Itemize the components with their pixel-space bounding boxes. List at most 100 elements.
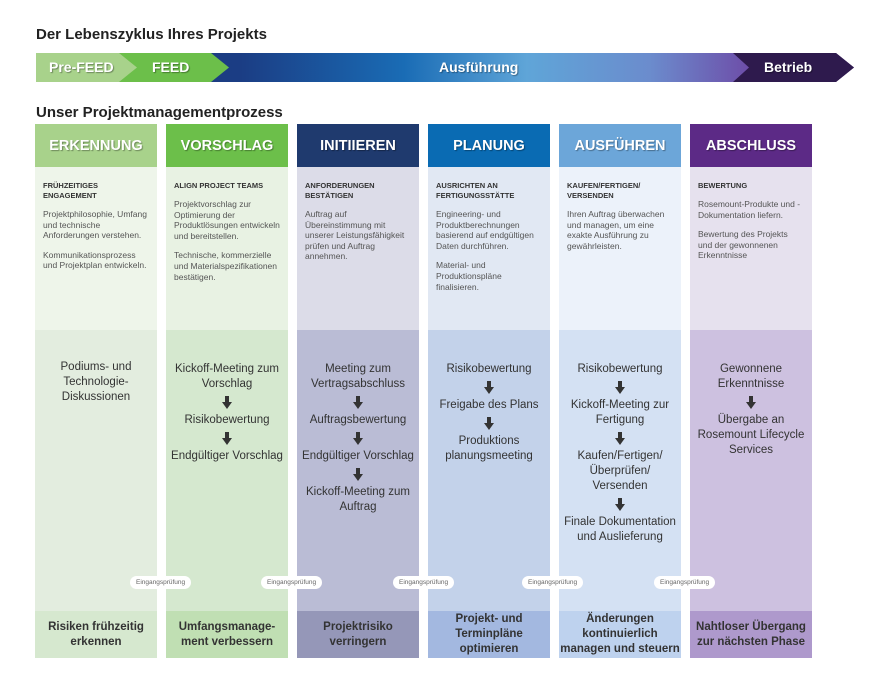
process-title: Unser Projektmanagementprozess xyxy=(36,104,283,121)
phase-header: VORSCHLAG xyxy=(166,124,288,167)
down-arrow-icon xyxy=(351,430,365,448)
phase-column: PLANUNG AUSRICHTEN AN FERTIGUNGSSTÄTTE Eng… xyxy=(428,124,550,658)
phase-summary: KAUFEN/FERTIGEN/ VERSENDEN Ihren Auftrag … xyxy=(559,167,681,330)
down-arrow-icon xyxy=(613,379,627,397)
phase-summary: BEWERTUNG Rosemount-Produkte und -Dokumen… xyxy=(690,167,812,330)
phase-header: ERKENNUNG xyxy=(35,124,157,167)
phase-description: Rosemount-Produkte und -Dokumentation li… xyxy=(698,199,801,220)
phase-column: AUSFÜHREN KAUFEN/FERTIGEN/ VERSENDEN Ihren… xyxy=(559,124,681,658)
phase-summary: FRÜHZEITIGES ENGAGEMENT Projektphilosophi… xyxy=(35,167,157,330)
phase-step: Risikobewertung xyxy=(446,363,532,375)
phase-description: Projektvorschlag zur Optimierung der Pro… xyxy=(174,199,280,241)
phase-description: Technische, kommerzielle und Materialspe… xyxy=(174,250,278,282)
phase-title: ABSCHLUSS xyxy=(705,137,797,154)
phase-step: Risikobewertung xyxy=(184,414,270,426)
phase-description: Kommunikationsprozess und Projektplan en… xyxy=(43,249,147,271)
phase-outcome-text: Änderungen kontinuierlich managen und st… xyxy=(560,613,680,655)
phase-outcome-text: Risiken frühzeitig erkennen xyxy=(48,620,144,648)
phase-description: Material- und Produktionspläne finalisie… xyxy=(436,260,502,292)
phase-outcome-text: Nahtloser Übergang zur nächsten Phase xyxy=(696,620,806,648)
stage-betrieb-label: Betrieb xyxy=(764,59,813,75)
phase-step: Meeting zum Vertragsabschluss xyxy=(311,363,405,390)
phase-outcome: Risiken frühzeitig erkennen xyxy=(35,611,157,658)
phase-column: ABSCHLUSS BEWERTUNG Rosemount-Produkte und… xyxy=(690,124,812,658)
down-arrow-icon xyxy=(351,466,365,484)
phase-description: Projektphilosophie, Umfang und technisch… xyxy=(43,209,147,241)
down-arrow-icon xyxy=(613,496,627,514)
phase-step: Endgültiger Vorschlag xyxy=(302,450,414,462)
down-arrow-icon xyxy=(351,394,365,412)
phase-outcome: Projekt- und Terminpläne optimieren xyxy=(428,611,550,658)
phase-step: Kickoff-Meeting zur Fertigung xyxy=(570,399,670,426)
phase-subtitle: FRÜHZEITIGES ENGAGEMENT xyxy=(43,181,99,200)
phase-steps: Podiums- und Technologie-Diskussionen xyxy=(35,330,157,611)
down-arrow-icon xyxy=(220,394,234,412)
stage-pre-feed-label: Pre-FEED xyxy=(49,59,114,75)
phase-title: AUSFÜHREN xyxy=(574,137,666,154)
phase-step: Gewonnene Erkenntnisse xyxy=(717,363,785,390)
phase-title: ERKENNUNG xyxy=(49,137,143,154)
phase-subtitle: ANFORDERUNGEN BESTÄTIGEN xyxy=(305,181,375,200)
phase-step: Kickoff-Meeting zum Vorschlag xyxy=(175,363,279,390)
phase-step: Risikobewertung xyxy=(577,363,663,375)
phase-description: Ihren Auftrag überwachen und managen, um… xyxy=(567,209,665,251)
phase-outcome-text: Umfangsmanage-ment verbessern xyxy=(178,620,276,648)
phase-step: Kickoff-Meeting zum Auftrag xyxy=(306,486,410,513)
gate-label: Eingangsprüfung xyxy=(654,576,716,589)
phase-subtitle: ALIGN PROJECT TEAMS xyxy=(174,181,264,190)
phase-column: ERKENNUNG FRÜHZEITIGES ENGAGEMENT Projektp… xyxy=(35,124,157,658)
phase-column: VORSCHLAG ALIGN PROJECT TEAMS Projektvorsc… xyxy=(166,124,288,658)
phase-outcome: Projektrisiko verringern xyxy=(297,611,419,658)
phase-step: Produktions planungsmeeting xyxy=(445,435,533,462)
stage-feed-label: FEED xyxy=(152,59,190,75)
gate-label: Eingangsprüfung xyxy=(261,576,323,589)
gate-label: Eingangsprüfung xyxy=(130,576,192,589)
phase-outcome: Umfangsmanage-ment verbessern xyxy=(166,611,288,658)
phase-description: Engineering- und Produktberechnungen bas… xyxy=(436,209,534,251)
phase-step: Kaufen/Fertigen/ Überprüfen/ Versenden xyxy=(577,450,663,492)
stage-ausfuehrung-label: Ausführung xyxy=(439,59,519,75)
phase-step: Finale Dokumentation und Auslieferung xyxy=(564,516,676,543)
phase-step: Freigabe des Plans xyxy=(439,399,539,411)
phase-description: Bewertung des Projekts und der gewonnene… xyxy=(698,229,788,261)
lifecycle-bar: Pre-FEED FEED Ausführung Betrieb xyxy=(36,53,856,82)
down-arrow-icon xyxy=(744,394,758,412)
phase-step: Endgültiger Vorschlag xyxy=(171,450,283,462)
phase-step: Übergabe an Rosemount Lifecycle Services xyxy=(697,414,805,456)
phase-description: Auftrag auf Übereinstimmung mit unserer … xyxy=(305,209,405,262)
phase-subtitle: BEWERTUNG xyxy=(698,181,748,190)
phase-column: INITIIEREN ANFORDERUNGEN BESTÄTIGEN Auftra… xyxy=(297,124,419,658)
lifecycle-title: Der Lebenszyklus Ihres Projekts xyxy=(36,26,267,43)
stage-pre-feed xyxy=(36,53,137,82)
stage-betrieb xyxy=(733,53,854,82)
phase-summary: ANFORDERUNGEN BESTÄTIGEN Auftrag auf Über… xyxy=(297,167,419,330)
phase-title: PLANUNG xyxy=(453,137,525,154)
phase-subtitle: KAUFEN/FERTIGEN/ VERSENDEN xyxy=(567,181,641,200)
down-arrow-icon xyxy=(482,379,496,397)
phase-outcome-text: Projektrisiko verringern xyxy=(323,620,393,648)
phase-outcome: Änderungen kontinuierlich managen und st… xyxy=(559,611,681,658)
phase-header: AUSFÜHREN xyxy=(559,124,681,167)
phase-header: ABSCHLUSS xyxy=(690,124,812,167)
down-arrow-icon xyxy=(613,430,627,448)
phase-header: PLANUNG xyxy=(428,124,550,167)
phase-step: Auftragsbewertung xyxy=(309,414,407,426)
down-arrow-icon xyxy=(220,430,234,448)
phase-title: VORSCHLAG xyxy=(180,137,274,154)
phase-summary: ALIGN PROJECT TEAMS Projektvorschlag zur … xyxy=(166,167,288,330)
down-arrow-icon xyxy=(482,415,496,433)
phase-subtitle: AUSRICHTEN AN FERTIGUNGSSTÄTTE xyxy=(436,181,515,200)
phase-step: Podiums- und Technologie-Diskussionen xyxy=(60,361,132,403)
phase-outcome: Nahtloser Übergang zur nächsten Phase xyxy=(690,611,812,658)
phase-header: INITIIEREN xyxy=(297,124,419,167)
gate-label: Eingangsprüfung xyxy=(393,576,455,589)
phase-outcome-text: Projekt- und Terminpläne optimieren xyxy=(455,613,523,655)
gate-label: Eingangsprüfung xyxy=(522,576,584,589)
phase-title: INITIIEREN xyxy=(320,137,396,154)
phase-summary: AUSRICHTEN AN FERTIGUNGSSTÄTTE Engineerin… xyxy=(428,167,550,330)
